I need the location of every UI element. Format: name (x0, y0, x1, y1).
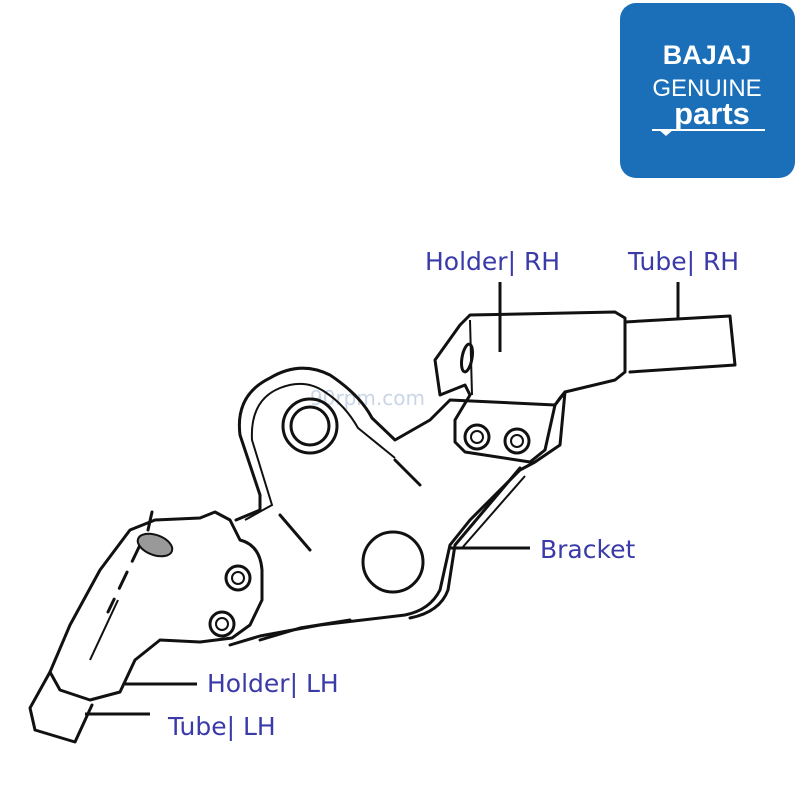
label-holder-rh: Holder| RH (425, 247, 560, 276)
logo-line2: GENUINE (652, 75, 761, 102)
label-tube-lh: Tube| LH (167, 712, 276, 741)
logo-brand: BAJAJ (663, 40, 752, 70)
label-holder-lh: Holder| LH (207, 669, 339, 698)
bracket-drawing (228, 366, 567, 647)
holder-rh-drawing (433, 310, 627, 464)
logo-line3: parts (674, 96, 750, 131)
bajaj-genuine-parts-logo: BAJAJ GENUINE parts (620, 3, 795, 178)
tube-lh-drawing (28, 670, 94, 744)
tube-rh-drawing (623, 314, 737, 374)
label-tube-rh: Tube| RH (627, 247, 739, 276)
label-bracket: Bracket (540, 535, 635, 564)
holder-lh-drawing (48, 510, 264, 702)
